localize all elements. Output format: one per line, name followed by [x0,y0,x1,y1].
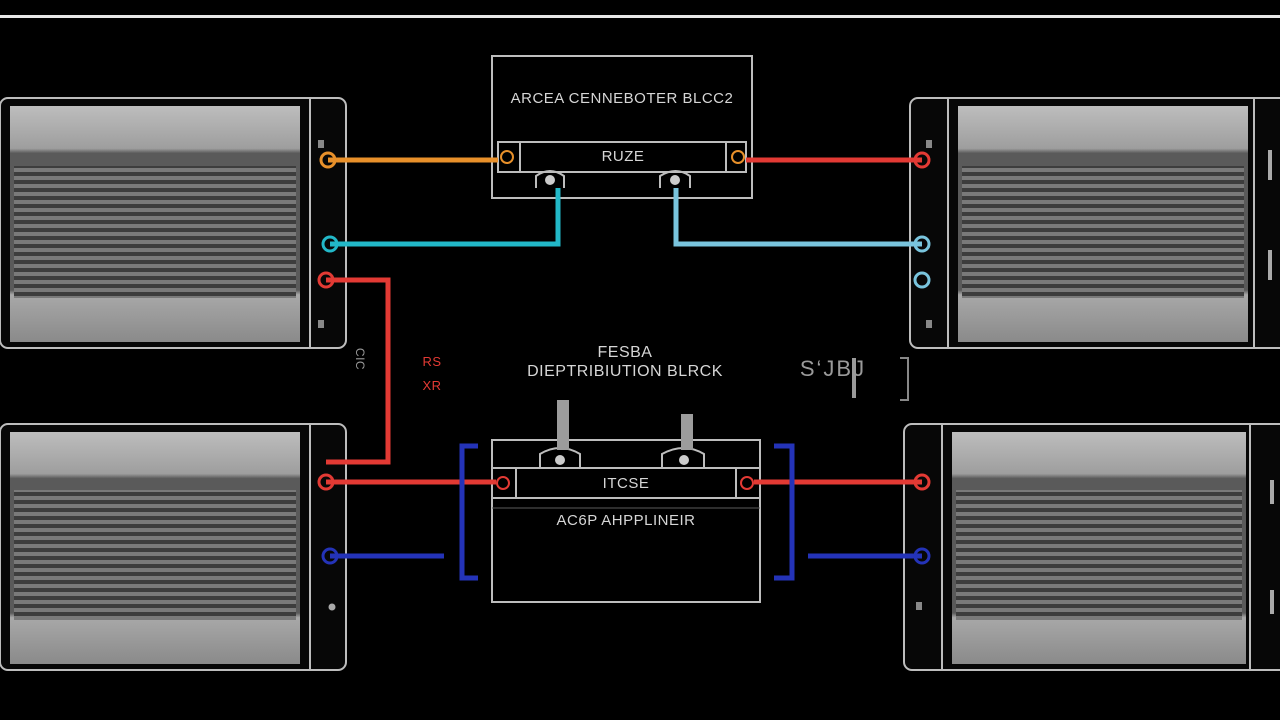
wire-blue-left [321,443,478,581]
top-distribution-block [491,55,753,199]
left-mark-b: RS [422,354,442,369]
wire-orange [319,151,498,169]
top-fuse-label: RUZE [601,148,645,165]
amplifier-top-left [0,97,347,349]
right-mark-bracket [852,357,909,401]
right-mark: S‘JBJ [799,356,867,381]
wire-red-top-right [746,151,931,169]
bottom-block-title: AC6P AHPPLINEIR [556,512,696,529]
wire-red-left-riser [317,271,391,465]
wire-cyan [321,188,561,253]
wire-light-blue [673,188,931,289]
top-block-title: ARCEA CENNEBOTER BLCC2 [510,90,734,107]
wire-red-bottom-left [317,473,496,491]
wire-blue-right [774,443,931,581]
middle-label-line1: FESBA [597,344,653,361]
top-rule [0,15,1280,18]
left-mark-c: XR [422,378,442,393]
amplifier-bottom-right [903,423,1280,671]
left-mark-a: CIC [353,347,367,371]
bottom-fuse-label: ITCSE [602,475,650,492]
bottom-distribution-block [491,400,761,603]
amplifier-top-right [909,97,1280,349]
wire-red-bottom-right [754,473,931,491]
amplifier-bottom-left [0,423,347,671]
middle-label-line2: DIEPTRIBIUTION BLRCK [527,363,723,380]
